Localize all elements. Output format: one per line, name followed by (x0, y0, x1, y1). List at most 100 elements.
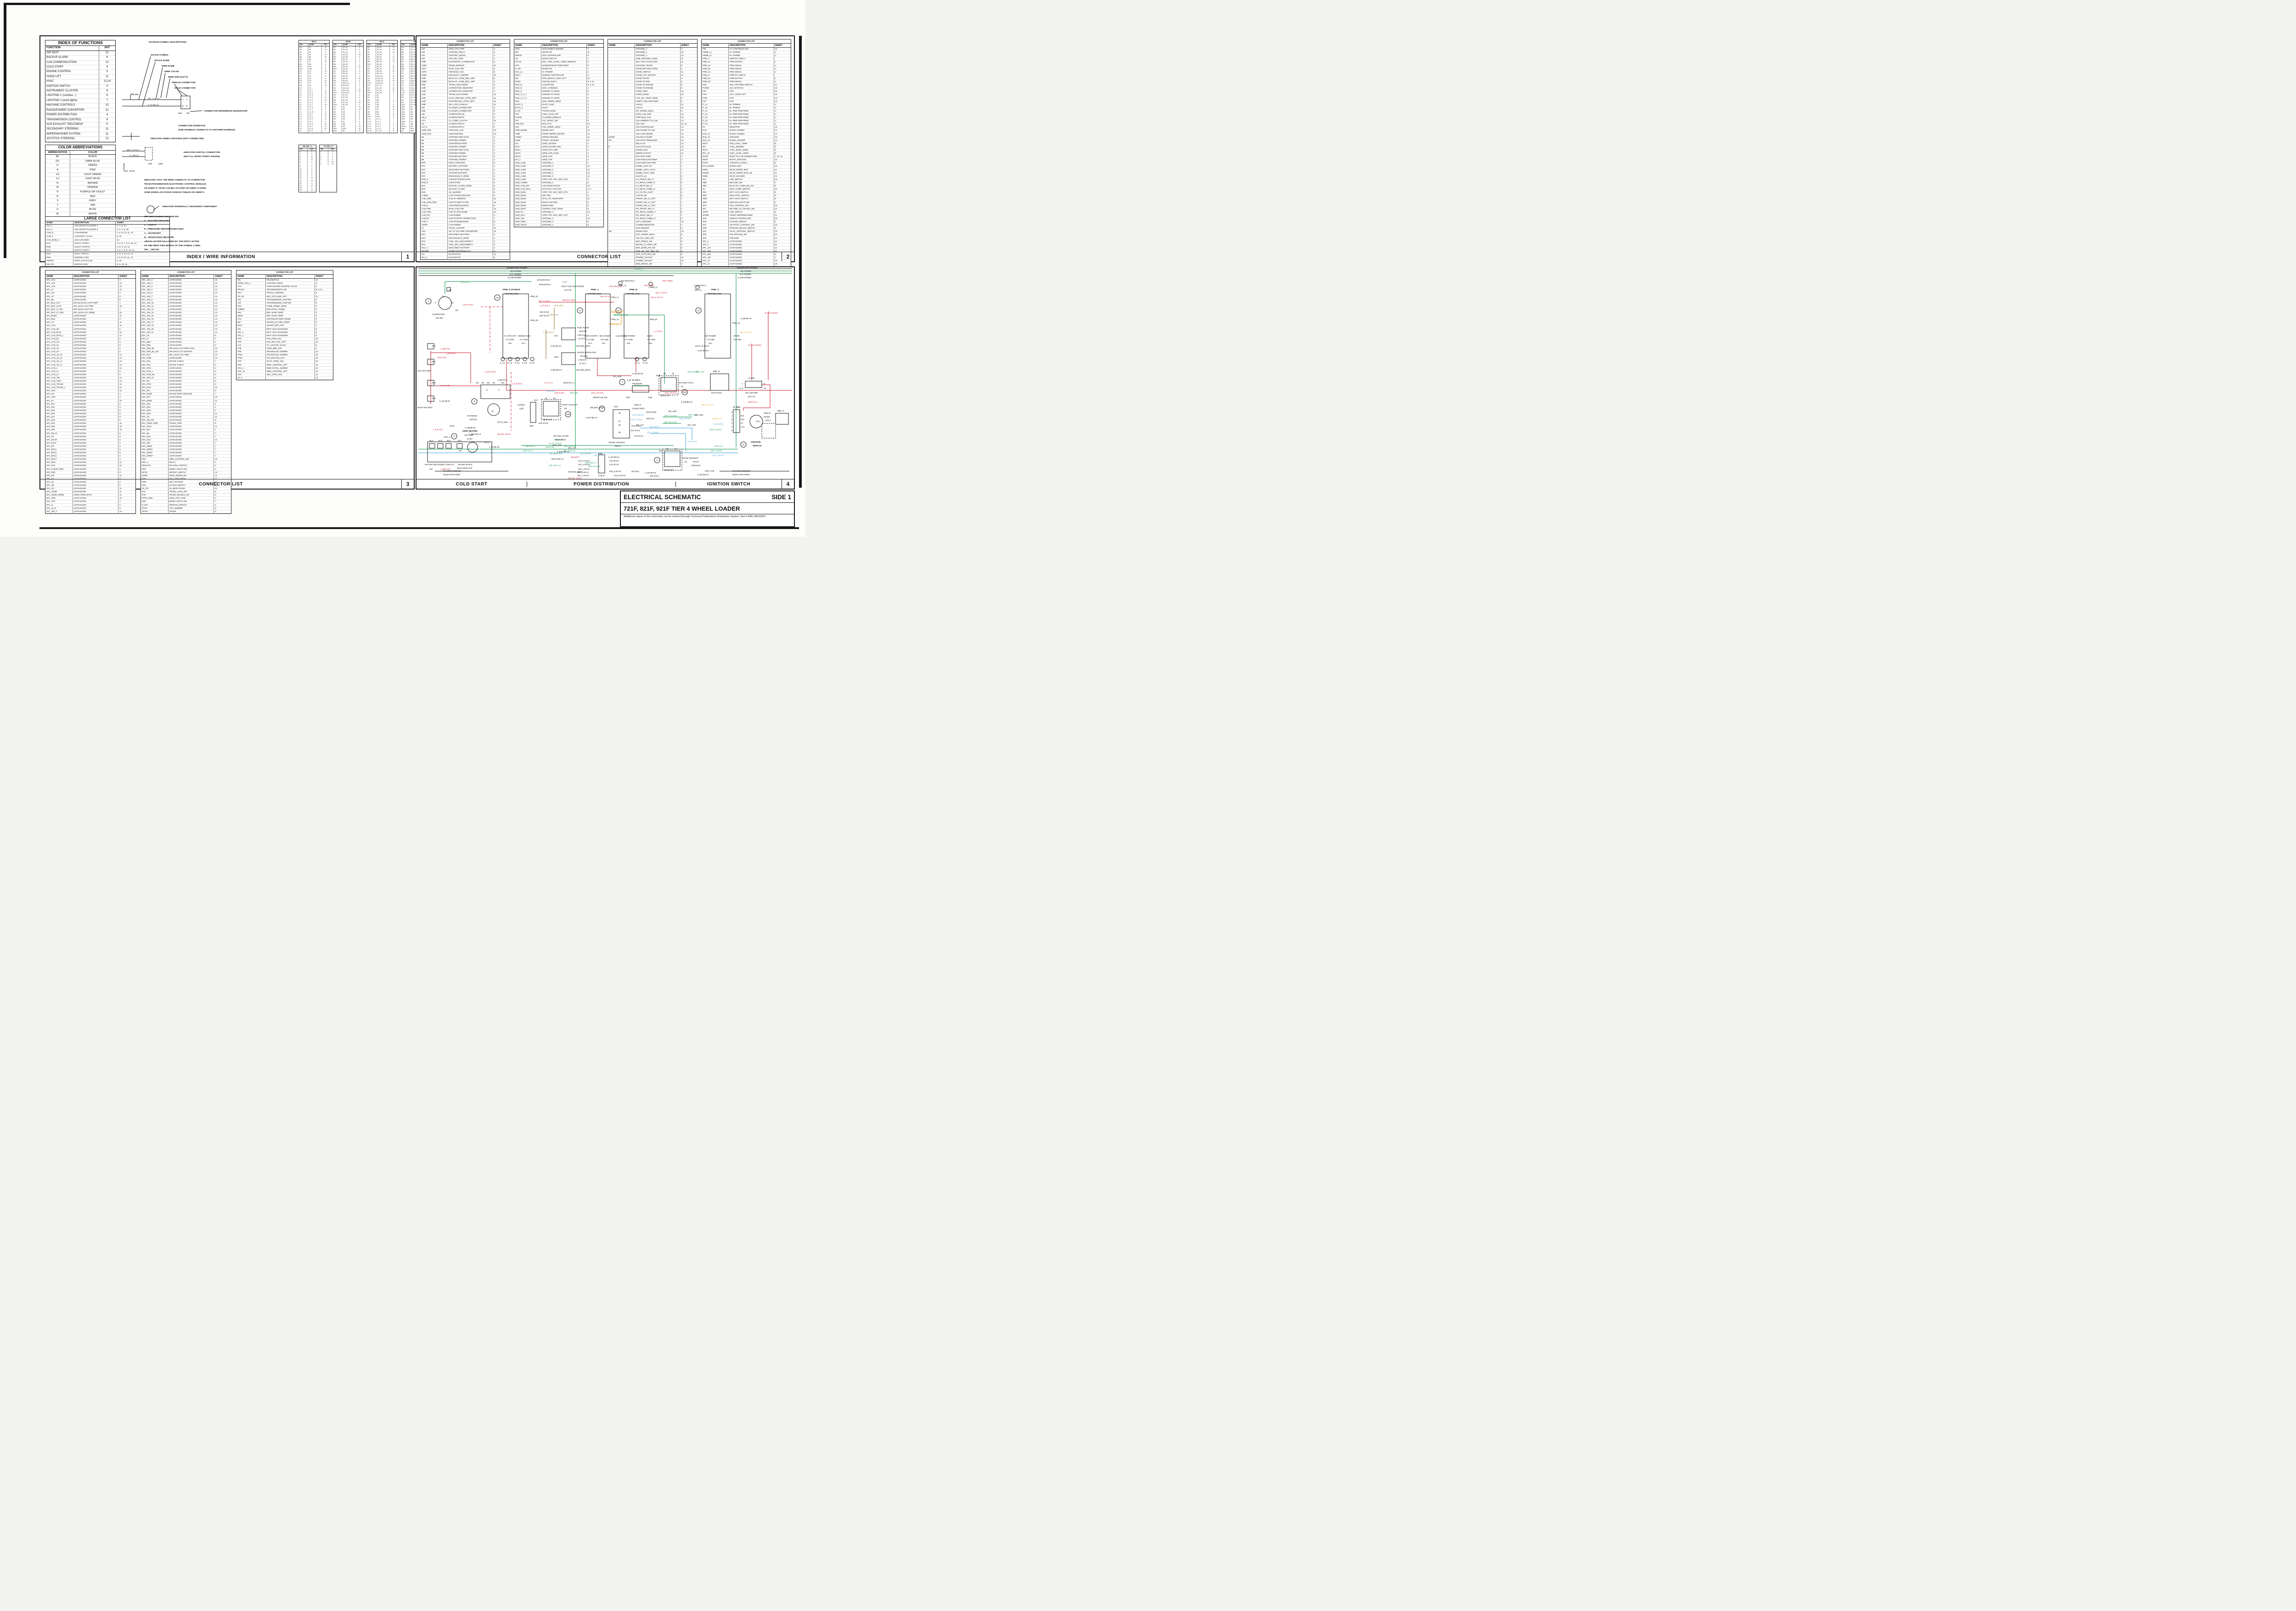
table-cell: SPL_H1 (45, 477, 73, 480)
zone-number-circle (695, 307, 702, 314)
pin-grid-cell: 11 (325, 73, 326, 75)
table-cell: 6 (775, 185, 776, 187)
table-cell: STRT, FFH, WAT_SEP_HTR (541, 178, 587, 181)
table-cell: HAZARD_SWITCH (729, 220, 774, 224)
pin-grid-cell: 4 (359, 84, 360, 87)
table-cell: PRM SIGNAL (729, 80, 774, 84)
pin-grid-cell: B7 (333, 53, 342, 56)
table-cell: ULTRASONIC (169, 445, 214, 448)
table-cell: 12 (775, 246, 777, 249)
table-cell: ULTRASONIC (73, 340, 119, 344)
pin-grid-cell: A6 (376, 106, 390, 109)
table-cell: 7 (215, 500, 216, 503)
table-cell: HOOD TO ENGINE (635, 87, 681, 90)
table-cell: 4 (494, 158, 495, 161)
table-cell: ULTRASONIC (73, 468, 119, 471)
pin-grid-cell: A7 (376, 108, 390, 111)
table-cell: 7 (215, 451, 216, 454)
zone-number-circle (654, 457, 660, 463)
table-cell (608, 210, 635, 214)
pin-grid-cell: 7 (332, 151, 333, 153)
component-box (613, 409, 630, 439)
schematic-label: sh12,TEL (546, 446, 554, 448)
table-cell: SRWP (141, 474, 169, 477)
schematic-label: SPLICE SYMBOL (151, 54, 169, 56)
schematic-label: K5 (564, 407, 567, 410)
table-cell: 13 (215, 327, 218, 330)
table-cell: 13 (775, 165, 777, 168)
schematic-label: sh18,TECM (646, 411, 657, 413)
pin-grid-cell: 87_K3 (342, 99, 356, 101)
pin-grid-cell: 87_K4 (342, 101, 356, 104)
table-cell: DOWNSTREAM TEMP SENS (541, 64, 587, 67)
zone-number-circle (681, 389, 688, 395)
pin-grid-cell: L2 (299, 113, 308, 116)
table-cell: STARTER-BATTERY (448, 171, 493, 175)
table-cell: SPL_PR (141, 380, 169, 383)
pin-grid-cell: 6 (359, 116, 360, 118)
table-cell: RADIO_POWER (729, 129, 774, 132)
pin-grid-cell: 87A_K2 (342, 84, 356, 87)
table-cell: 9 (587, 224, 589, 226)
pin-grid-cell: 6 (393, 101, 394, 103)
table-cell: ULTRASONIC (729, 246, 774, 249)
component-circle (530, 357, 535, 361)
table-cell: SPL_A2 (702, 263, 729, 266)
table-cell: FRONT_WK_LT_OPT (635, 197, 681, 201)
table-cell: DIFF LOCK SOLENOID (266, 331, 315, 334)
pin-grid-cell: C2 (333, 82, 342, 85)
pin-grid-cell: B9 (367, 53, 376, 56)
zone-number-circle (451, 433, 457, 439)
table-cell: SRTD (141, 471, 169, 474)
table-cell: 11 (681, 152, 684, 155)
table-cell: SRHSTLK (141, 464, 169, 468)
table-cell: ALTERNATOR D+ (448, 123, 493, 126)
table-cell: GROUND_A (541, 220, 587, 224)
table-cell: REAR_WIPER_MTR (729, 168, 774, 171)
table-cell: DIODE OR (541, 67, 587, 70)
schematic-label: SWITCH (753, 445, 761, 447)
table-cell: PRM_D1 (702, 77, 729, 80)
schematic-label: F2 FUSE (601, 338, 609, 341)
table-cell: SPL_ENG (45, 461, 73, 464)
table-cell: TRANS (169, 510, 214, 513)
table-cell: GROUND_TRANS (635, 64, 681, 67)
table-cell: 5, 9, 12 (587, 84, 594, 86)
table-cell: YPE2 (236, 357, 266, 360)
pin-grid-cell: 9 (325, 94, 326, 96)
table-cell: GREY (89, 199, 96, 203)
table-cell: 10 (681, 90, 684, 93)
schematic-label: F1 FUSE (625, 338, 633, 341)
table-cell: DIFF LOCK SWITCH (729, 197, 774, 201)
table-cell: AC LOW PRESS SW (729, 48, 774, 51)
table-cell: Or (45, 186, 70, 190)
table-cell: 12 (105, 61, 109, 64)
table-cell: SPL BACK LGT GD 6PCK (169, 350, 214, 354)
table-cell: REAR_WIPER_SW (169, 474, 214, 477)
table-cell: 8 (119, 419, 121, 422)
table-cell: 10 (119, 464, 122, 467)
